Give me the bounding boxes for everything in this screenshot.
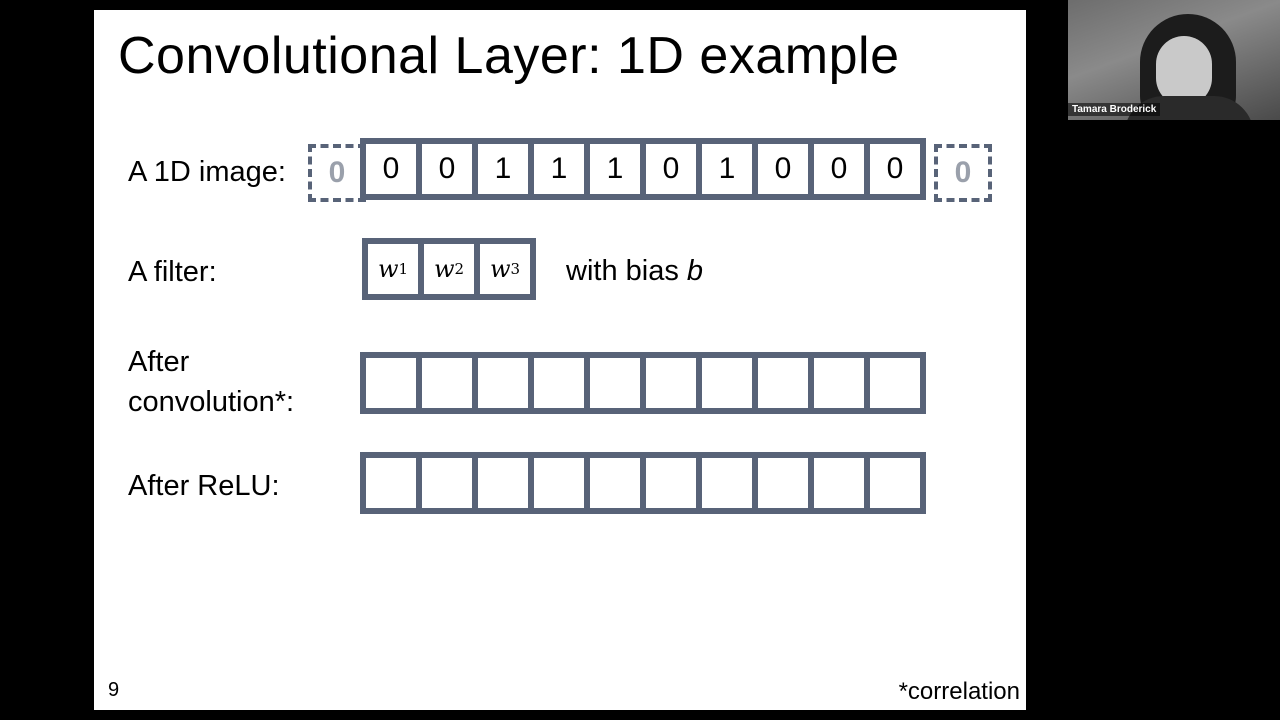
relu-array xyxy=(360,452,926,514)
conv-output-cell xyxy=(814,358,864,408)
filter-row-label: A filter: xyxy=(128,256,217,288)
image-row-label: A 1D image: xyxy=(128,156,286,188)
relu-output-cell xyxy=(758,458,808,508)
conv-output-cell xyxy=(758,358,808,408)
weight-symbol: w xyxy=(377,255,399,283)
image-cell: 0 xyxy=(422,144,472,194)
pad-left-cell: 0 xyxy=(308,144,366,202)
participant-name: Tamara Broderick xyxy=(1068,103,1161,116)
weight-symbol: w xyxy=(433,255,455,283)
image-cell: 0 xyxy=(366,144,416,194)
conv-output-cell xyxy=(646,358,696,408)
conv-output-cell xyxy=(702,358,752,408)
relu-row-label: After ReLU: xyxy=(128,470,280,502)
weight-subscript: 1 xyxy=(398,260,409,278)
image-cell: 1 xyxy=(702,144,752,194)
relu-output-cell xyxy=(366,458,416,508)
relu-output-cell xyxy=(422,458,472,508)
relu-output-cell xyxy=(478,458,528,508)
image-cell: 1 xyxy=(478,144,528,194)
weight-subscript: 2 xyxy=(454,260,465,278)
page-number: 9 xyxy=(108,679,120,701)
conv-output-cell xyxy=(478,358,528,408)
relu-output-cell xyxy=(814,458,864,508)
conv-row-label-line2: convolution*: xyxy=(128,386,295,418)
pad-right-cell: 0 xyxy=(934,144,992,202)
slide: Convolutional Layer: 1D example A 1D ima… xyxy=(94,10,1026,710)
image-cell: 0 xyxy=(758,144,808,194)
conv-output-cell xyxy=(422,358,472,408)
relu-output-cell xyxy=(590,458,640,508)
bias-prefix: with bias xyxy=(566,255,687,287)
slide-title: Convolutional Layer: 1D example xyxy=(118,27,900,85)
conv-row-label-line1: After xyxy=(128,346,190,378)
conv-output-cell xyxy=(366,358,416,408)
relu-output-cell xyxy=(870,458,920,508)
weight-subscript: 3 xyxy=(510,260,521,278)
conv-output-cell xyxy=(534,358,584,408)
image-cell: 0 xyxy=(814,144,864,194)
image-cell: 1 xyxy=(590,144,640,194)
footnote: *correlation xyxy=(898,678,1020,705)
image-cell: 0 xyxy=(870,144,920,194)
bias-text: with bias b xyxy=(566,255,703,288)
relu-output-cell xyxy=(702,458,752,508)
bias-symbol: b xyxy=(686,255,704,287)
conv-array xyxy=(360,352,926,414)
relu-output-cell xyxy=(646,458,696,508)
conv-output-cell xyxy=(590,358,640,408)
image-cell: 0 xyxy=(646,144,696,194)
weight-symbol: w xyxy=(489,255,511,283)
relu-output-cell xyxy=(534,458,584,508)
video-tile[interactable]: Tamara Broderick xyxy=(1068,0,1280,120)
image-cell: 1 xyxy=(534,144,584,194)
conv-output-cell xyxy=(870,358,920,408)
participant-face xyxy=(1156,36,1212,106)
